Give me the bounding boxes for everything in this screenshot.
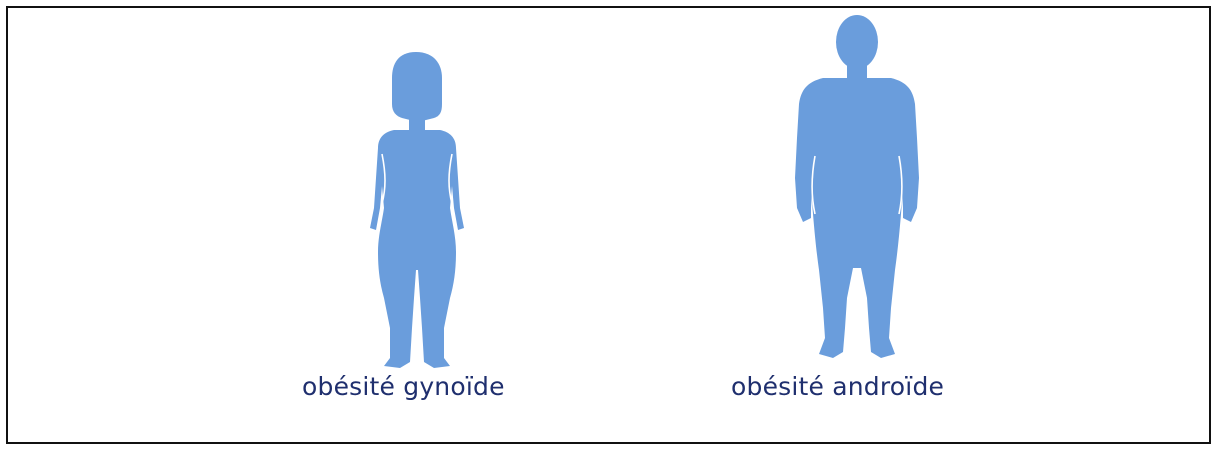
android-caption: obésité androïde [731,372,944,401]
gynoid-figure: obésité gynoïde [298,8,558,442]
gynoid-caption: obésité gynoïde [302,372,505,401]
figure-frame: obésité gynoïde obésité androïde [6,6,1211,444]
female-silhouette-icon [298,8,558,378]
android-figure: obésité androïde [723,8,993,442]
male-silhouette-icon [723,8,993,378]
